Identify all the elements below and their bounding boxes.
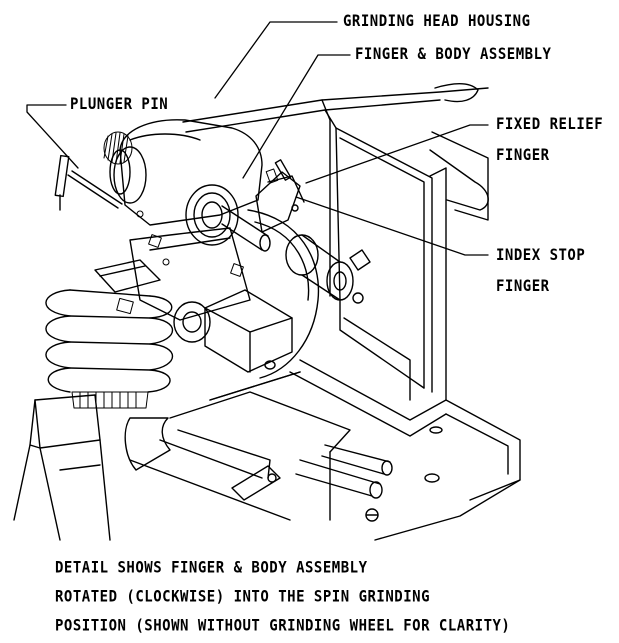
detail-caption: DETAIL SHOWS FINGER & BODY ASSEMBLY ROTA… xyxy=(55,552,510,639)
label-finger-body-assembly: FINGER & BODY ASSEMBLY xyxy=(355,45,552,64)
carriage xyxy=(124,371,393,521)
swing-arm xyxy=(129,227,293,373)
leader-lines xyxy=(26,21,489,256)
label-index-stop-line1: INDEX STOP xyxy=(496,246,586,265)
frame-bracket xyxy=(182,83,521,541)
label-fixed-relief-line2: FINGER xyxy=(496,146,550,165)
caption-line-1: DETAIL SHOWS FINGER & BODY ASSEMBLY xyxy=(55,558,368,578)
rotor-assembly xyxy=(247,209,371,379)
support-post xyxy=(13,394,111,541)
knurled-knob-icon xyxy=(103,131,133,165)
grinding-head-housing xyxy=(103,119,263,226)
label-fixed-relief-line1: FIXED RELIEF xyxy=(496,115,604,134)
label-index-stop-line2: FINGER xyxy=(496,277,550,296)
caption-line-2: ROTATED (CLOCKWISE) INTO THE SPIN GRINDI… xyxy=(55,587,431,607)
label-grinding-head-housing: GRINDING HEAD HOUSING xyxy=(343,12,531,31)
bellows-spring xyxy=(45,259,173,409)
fasteners xyxy=(116,168,279,315)
plunger-pin xyxy=(54,154,123,211)
caption-line-3: POSITION (SHOWN WITHOUT GRINDING WHEEL F… xyxy=(55,616,511,636)
label-plunger-pin: PLUNGER PIN xyxy=(70,95,169,114)
